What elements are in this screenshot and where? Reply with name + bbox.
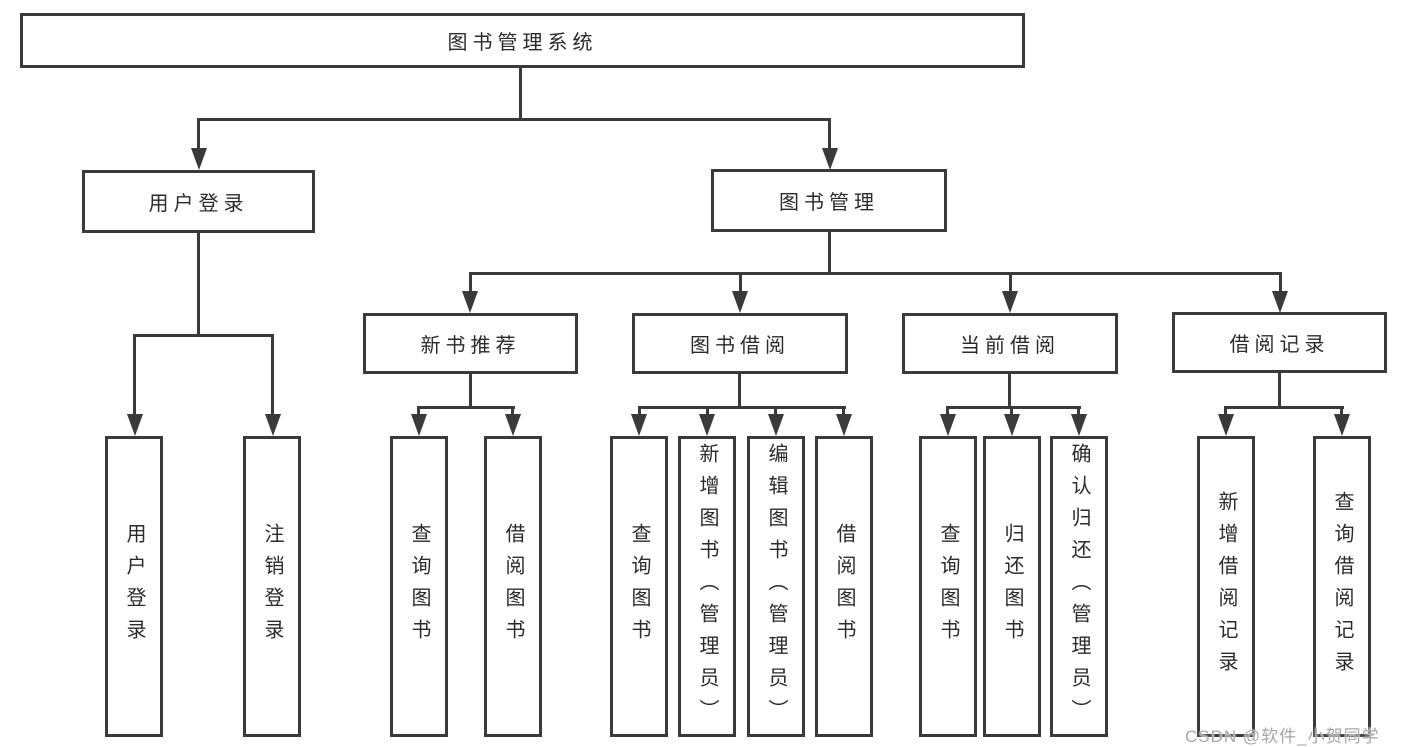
connector-line [469,374,472,408]
node-user-login: 用户登录 [82,170,315,233]
node-label: 新书推荐 [420,335,521,357]
node-label: 用户登录 [148,193,249,215]
connector-line [197,118,200,149]
leaf-confirm-return-admin: 确认归还（管理员） [1050,436,1108,737]
connector-line [828,232,831,274]
connector-line [1278,373,1281,408]
leaf-query-books-recommend: 查询图书 [390,436,448,737]
leaf-label: 注销登录 [261,522,283,651]
arrow-down-icon [768,414,784,436]
arrow-down-icon [822,148,838,170]
connector-line [197,233,200,336]
connector-line [739,272,742,292]
connector-line [638,406,846,409]
arrow-down-icon [462,291,478,313]
leaf-add-books-admin: 新增图书（管理员） [678,436,736,737]
arrow-down-icon [1272,291,1288,313]
node-current-borrow: 当前借阅 [902,313,1118,374]
arrow-down-icon [1002,291,1018,313]
connector-line [1279,272,1282,292]
arrow-down-icon [127,414,143,436]
node-book-borrow: 图书借阅 [632,313,848,374]
arrow-down-icon [411,414,427,436]
connector-line [1224,406,1227,416]
connector-line [1008,374,1011,408]
connector-line [946,406,949,416]
connector-line [1009,272,1012,292]
leaf-add-borrow-record: 新增借阅记录 [1197,436,1255,737]
node-borrow-records: 借阅记录 [1172,312,1387,373]
node-label: 当前借阅 [960,335,1060,357]
leaf-borrow-books-recommend: 借阅图书 [484,436,542,737]
connector-line [1224,406,1344,409]
connector-line [774,406,777,416]
leaf-return-books: 归还图书 [983,436,1041,737]
connector-line [1340,406,1343,416]
leaf-user-login: 用户登录 [105,436,163,737]
connector-line [738,374,741,408]
arrow-down-icon [940,414,956,436]
connector-line [271,334,274,414]
connector-line [828,118,831,149]
leaf-query-books-current: 查询图书 [919,436,977,737]
leaf-edit-books-admin: 编辑图书（管理员） [747,436,805,737]
node-label: 借阅记录 [1229,334,1330,356]
node-new-book-recommend: 新书推荐 [363,313,578,374]
node-label: 图书管理 [779,192,879,214]
connector-line [133,334,136,414]
arrow-down-icon [505,414,521,436]
arrow-down-icon [191,148,207,170]
leaf-label: 查询图书 [937,522,959,651]
leaf-label: 借阅图书 [833,522,855,651]
arrow-down-icon [265,414,281,436]
connector-line [946,406,1081,409]
connector-line [197,118,831,121]
connector-line [469,272,1281,275]
csdn-watermark: CSDN @软件_小贺同学 [1185,727,1380,746]
leaf-label: 借阅图书 [502,522,524,651]
arrow-down-icon [1004,414,1020,436]
leaf-label: 查询图书 [408,522,430,651]
arrow-down-icon [1071,414,1087,436]
leaf-query-borrow-record: 查询借阅记录 [1313,436,1371,737]
leaf-label: 查询图书 [628,522,650,651]
connector-line [417,406,420,416]
node-library-management-system: 图书管理系统 [20,13,1025,68]
leaf-borrow-books: 借阅图书 [815,436,873,737]
arrow-down-icon [699,414,715,436]
connector-line [1010,406,1013,416]
arrow-down-icon [732,291,748,313]
leaf-label: 确认归还（管理员） [1068,442,1090,731]
leaf-label: 查询借阅记录 [1331,490,1353,683]
leaf-label: 归还图书 [1001,522,1023,651]
connector-line [418,406,515,409]
connector-line [469,272,472,292]
node-label: 图书管理系统 [447,32,598,54]
arrow-down-icon [836,414,852,436]
connector-line [511,406,514,416]
connector-line [1077,406,1080,416]
connector-line [706,406,709,416]
node-label: 图书借阅 [690,335,790,357]
leaf-label: 编辑图书（管理员） [765,442,787,731]
arrow-down-icon [631,414,647,436]
arrow-down-icon [1334,414,1350,436]
leaf-label: 新增借阅记录 [1215,490,1237,683]
leaf-logout: 注销登录 [243,436,301,737]
arrow-down-icon [1218,414,1234,436]
connector-line [133,334,274,337]
leaf-label: 用户登录 [123,522,145,651]
connector-line [638,406,641,416]
leaf-query-books-borrow: 查询图书 [610,436,668,737]
connector-line [842,406,845,416]
leaf-label: 新增图书（管理员） [696,442,718,731]
connector-line [519,68,522,119]
node-book-management: 图书管理 [711,169,947,232]
